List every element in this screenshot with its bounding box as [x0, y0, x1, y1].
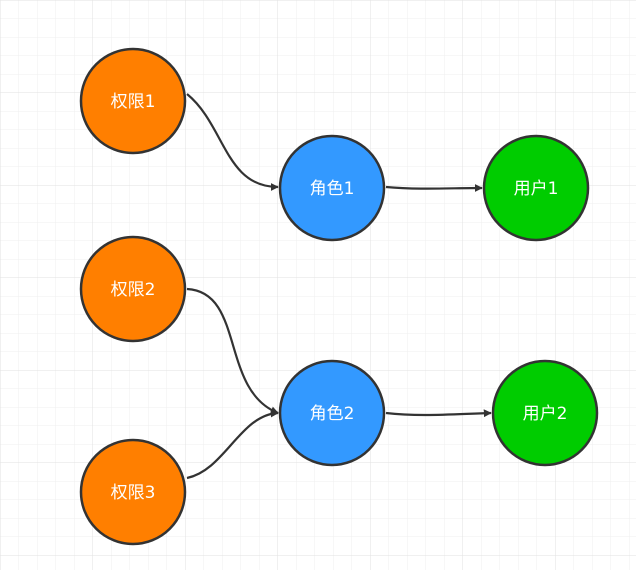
- edge-perm1-to-role1: [186, 93, 279, 191]
- node-perm2: 权限2: [79, 235, 187, 343]
- node-label-perm2: 权限2: [111, 280, 156, 300]
- node-user2: 用户2: [491, 359, 599, 467]
- edge-role1-to-user1: [385, 184, 483, 193]
- edge-perm3-to-role2: [186, 409, 279, 480]
- nodes-layer: 权限1 权限2 权限3 角色1 角色2 用户1 用户2: [79, 47, 599, 546]
- node-role1: 角色1: [278, 134, 386, 242]
- edge-role2-to-user2: [385, 409, 492, 418]
- node-circle-perm2: [79, 235, 187, 343]
- node-circle-role2: [278, 359, 386, 467]
- node-perm3: 权限3: [79, 438, 187, 546]
- node-label-role2: 角色2: [310, 404, 355, 424]
- node-role2: 角色2: [278, 359, 386, 467]
- node-label-user1: 用户1: [514, 179, 559, 199]
- node-circle-perm3: [79, 438, 187, 546]
- node-label-user2: 用户2: [523, 404, 568, 424]
- node-circle-perm1: [79, 47, 187, 155]
- node-label-role1: 角色1: [310, 179, 355, 199]
- node-circle-user2: [491, 359, 599, 467]
- node-circle-user1: [482, 134, 590, 242]
- node-label-perm3: 权限3: [111, 483, 156, 503]
- node-user1: 用户1: [482, 134, 590, 242]
- edges-layer: [186, 93, 492, 480]
- edge-perm2-to-role2: [186, 287, 279, 415]
- node-circle-role1: [278, 134, 386, 242]
- node-label-perm1: 权限1: [111, 92, 156, 112]
- node-perm1: 权限1: [79, 47, 187, 155]
